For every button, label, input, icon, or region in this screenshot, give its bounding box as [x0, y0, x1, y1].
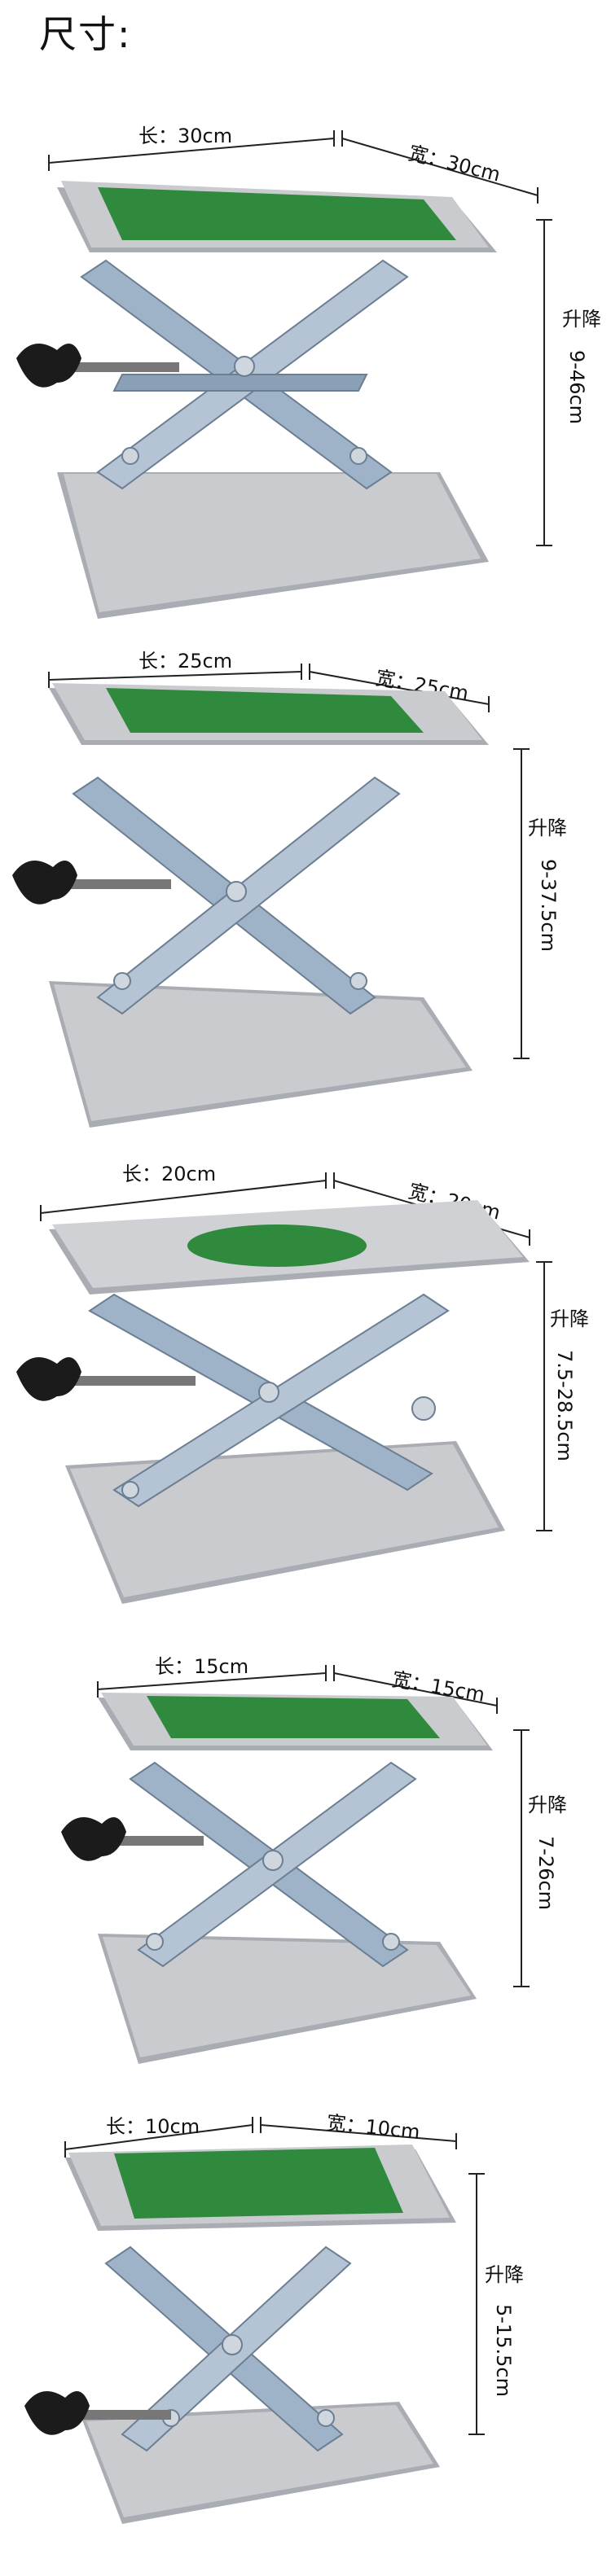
lift-title: 升降	[485, 2263, 524, 2286]
knob-icon	[24, 2391, 171, 2435]
product-30cm-illustration: 长：30cm 宽：30cm 升降 9-46cm	[16, 125, 601, 619]
product-15cm-illustration: 长：15cm 宽：15cm 升降 7-26cm	[61, 1655, 567, 2064]
product-25cm-illustration: 长：25cm 宽：25cm 升降 9-37.5cm	[12, 650, 567, 1128]
green-pad	[187, 1224, 367, 1267]
knob-icon	[16, 344, 179, 388]
product-10cm-illustration: 长：10cm 宽：10cm 升降 5-15.5cm	[24, 2111, 524, 2524]
width-label: 宽：10cm	[325, 2111, 420, 2144]
lift-range: 5-15.5cm	[492, 2304, 515, 2397]
scissor-mechanism	[88, 1293, 450, 1508]
width-label: 宽：30cm	[407, 142, 503, 186]
product-30cm: 长：30cm 宽：30cm 升降 9-46cm	[0, 49, 611, 635]
scissor-mechanism	[72, 776, 401, 1015]
lift-range: 7-26cm	[534, 1836, 557, 1910]
knob-icon	[16, 1357, 196, 1401]
lift-title: 升降	[528, 1794, 567, 1816]
length-label: 长：25cm	[138, 650, 232, 672]
green-pad	[98, 187, 456, 240]
length-label: 长：30cm	[138, 125, 232, 147]
lift-range: 7.5-28.5cm	[553, 1350, 576, 1461]
lift-title: 升降	[528, 817, 567, 839]
scissor-mechanism	[104, 2245, 352, 2452]
product-25cm: 长：25cm 宽：25cm 升降 9-37.5cm	[0, 639, 611, 1160]
green-pad	[147, 1696, 440, 1738]
lift-range: 9-37.5cm	[537, 859, 560, 952]
green-pad	[114, 2148, 403, 2219]
green-pad	[106, 688, 424, 733]
product-20cm: 长：20cm 宽：20cm 升降 7.5-28.5cm	[0, 1148, 611, 1636]
lift-title: 升降	[550, 1308, 589, 1330]
knob-icon	[61, 1817, 204, 1861]
length-label: 长：20cm	[122, 1163, 216, 1185]
product-10cm: 长：10cm 宽：10cm 升降 5-15.5cm	[0, 2109, 611, 2576]
product-20cm-illustration: 长：20cm 宽：20cm 升降 7.5-28.5cm	[16, 1163, 589, 1604]
scissor-mechanism	[129, 1761, 417, 1968]
scissor-mechanism	[80, 259, 409, 490]
product-15cm: 长：15cm 宽：15cm 升降 7-26cm	[0, 1641, 611, 2084]
page-title: 尺寸:	[39, 12, 132, 56]
length-label: 长：10cm	[106, 2115, 200, 2138]
lift-title: 升降	[562, 308, 601, 331]
length-label: 长：15cm	[155, 1655, 248, 1678]
lift-range: 9-46cm	[565, 350, 588, 424]
knob-icon	[12, 861, 171, 905]
